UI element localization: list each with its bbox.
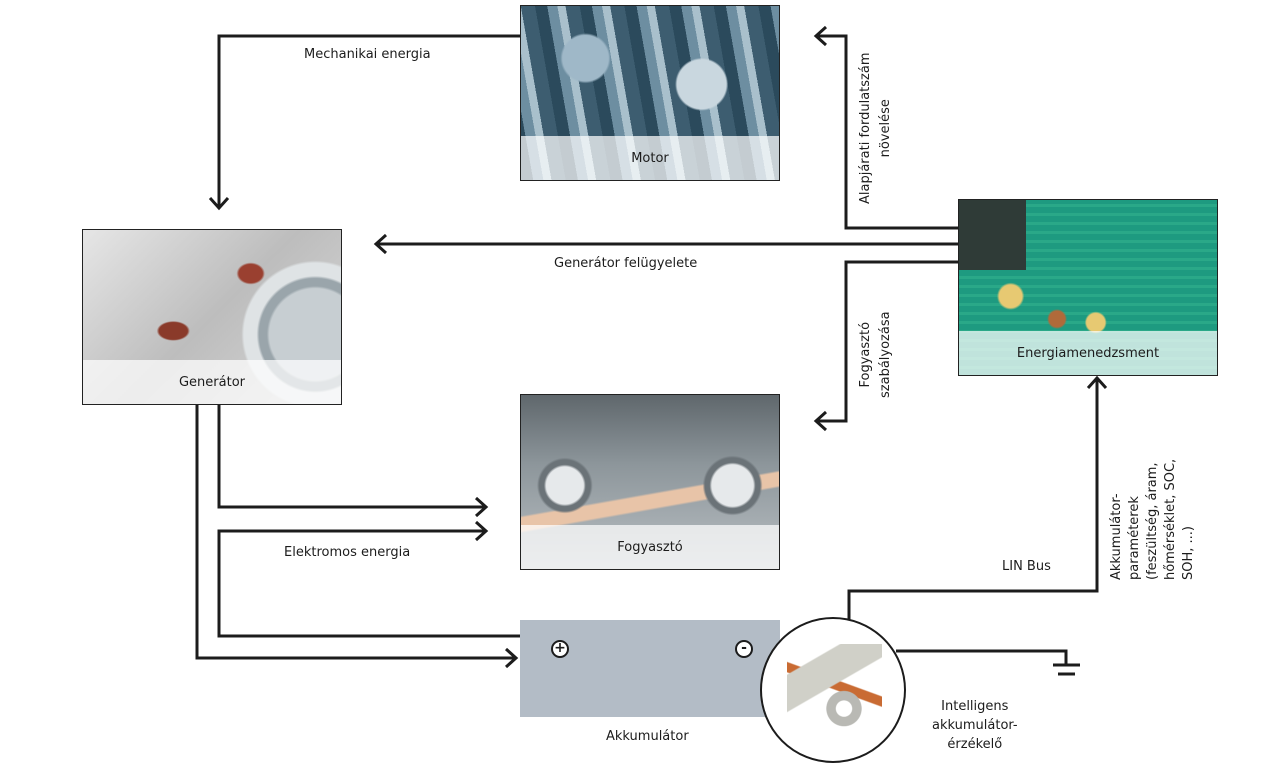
arrowhead-right-icon [474,520,489,542]
minus-terminal-icon: - [735,640,753,658]
generator-label: Generátor [83,360,341,404]
wire-generator-battery [195,404,516,660]
sensor-node[interactable] [760,617,906,763]
sensor-label-line: akkumulátor- [932,718,1018,733]
sensor-label-line: érzékelő [947,737,1003,752]
generator-monitoring-label: Generátor felügyelete [554,256,698,271]
wire-generator-consumer [217,404,486,509]
wire-battery-consumer [217,529,520,638]
battery-sensor-photo [787,644,882,739]
battery-parameters-line: SOH, ...) [1181,526,1196,580]
arrowhead-left-icon [813,410,828,432]
arrowhead-right-icon [504,647,519,669]
lin-bus-label: LIN Bus [1002,559,1051,574]
idle-speed-line: Alapjárati fordulatszám [858,52,873,205]
wire-consumer-control [816,260,958,423]
motor-node[interactable]: Motor [520,5,780,181]
sensor-label: Intelligens akkumulátor- érzékelő [932,697,1018,754]
consumer-control-label: Fogyasztó szabályozása [856,311,896,398]
arrowhead-left-icon [373,233,388,255]
idle-speed-label: Alapjárati fordulatszám növelése [856,53,896,205]
mechanical-energy-label: Mechanikai energia [304,47,431,62]
sensor-label-line: Intelligens [941,699,1009,714]
consumer-control-line: Fogyasztó [858,321,873,388]
wire-mechanical-energy [217,34,520,208]
arrowhead-up-icon [1086,375,1108,390]
battery-node[interactable]: + - [520,620,780,717]
energy-management-label: Energiamenedzsment [959,331,1217,375]
plus-terminal-icon: + [551,640,569,658]
battery-parameters-label: Akkumulátor- paraméterek (feszültség, ár… [1108,459,1198,580]
battery-parameters-line: hőmérséklet, SOC, [1163,458,1178,580]
battery-parameters-line: (feszültség, áram, [1145,462,1160,580]
energy-management-node[interactable]: Energiamenedzsment [958,199,1218,376]
wire-idle-speed [816,34,958,230]
consumer-node[interactable]: Fogyasztó [520,394,780,570]
consumer-control-line: szabályozása [878,311,893,398]
idle-speed-line: növelése [878,99,893,158]
motor-label: Motor [521,136,779,180]
battery-label: Akkumulátor [606,729,689,744]
wire-ground [896,649,1068,664]
wire-lin-bus [847,378,1099,620]
arrowhead-down-icon [208,196,230,211]
electrical-energy-label: Elektromos energia [284,545,411,560]
arrowhead-left-icon [813,25,828,47]
consumer-label: Fogyasztó [521,525,779,569]
battery-parameters-line: paraméterek [1127,496,1142,580]
generator-node[interactable]: Generátor [82,229,342,405]
arrowhead-right-icon [474,496,489,518]
battery-parameters-line: Akkumulátor- [1109,493,1124,580]
